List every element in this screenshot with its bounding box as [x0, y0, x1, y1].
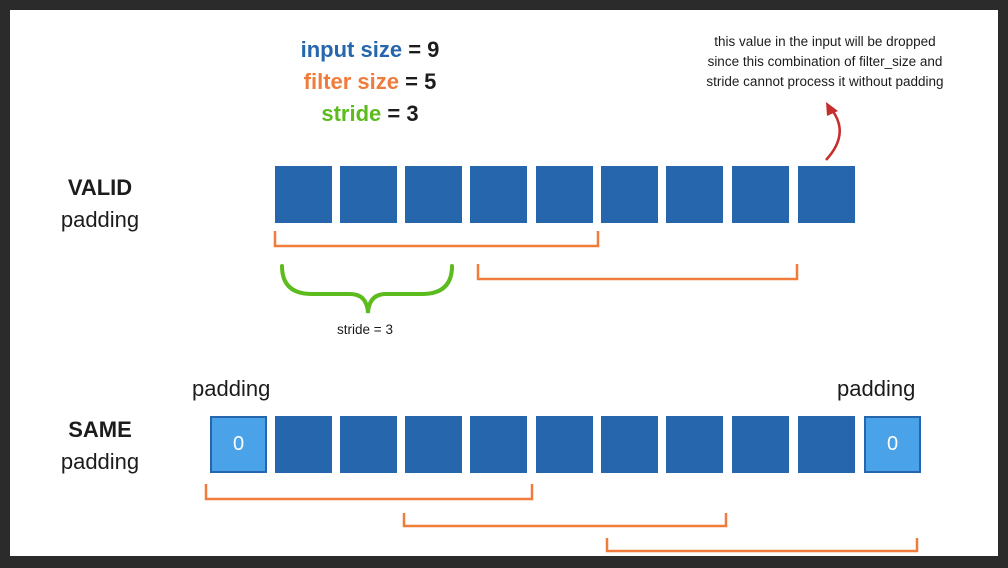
- same-pad-cell-right: 0: [864, 416, 921, 473]
- same-subtitle: padding: [60, 449, 140, 474]
- legend-filter-size: filter size = 5: [210, 66, 530, 98]
- same-input-cell: [536, 416, 593, 473]
- valid-title: VALID: [67, 175, 133, 200]
- valid-filter-bracket-2: [476, 264, 799, 281]
- note-line: this value in the input will be dropped: [714, 34, 936, 49]
- same-filter-bracket-2: [402, 513, 728, 528]
- drop-arrow: [825, 109, 841, 161]
- legend-input-key: input size: [300, 37, 403, 62]
- same-padding-label-right: padding: [837, 376, 916, 401]
- legend-filter-value: = 5: [405, 69, 437, 94]
- same-input-cell: [405, 416, 462, 473]
- legend-stride-key: stride: [321, 101, 382, 126]
- diagram-canvas: input size = 9 filter size = 5 stride = …: [10, 10, 998, 556]
- legend-input-value: = 9: [408, 37, 440, 62]
- stride-label: stride = 3: [337, 322, 393, 337]
- dropped-value-note: this value in the input will be dropped …: [660, 32, 990, 92]
- diagram-annotations: [204, 102, 919, 553]
- legend-input-size: input size = 9: [210, 34, 530, 66]
- valid-dropped-cell: [798, 166, 855, 223]
- legend-filter-key: filter size: [303, 69, 400, 94]
- valid-subtitle: padding: [60, 207, 140, 232]
- same-filter-bracket-3: [605, 538, 919, 553]
- same-filter-bracket-1: [204, 484, 534, 501]
- stride-brace: [280, 264, 454, 314]
- valid-input-cell: [666, 166, 723, 223]
- same-input-cell: [470, 416, 527, 473]
- valid-row-label: VALID padding: [25, 172, 175, 236]
- same-input-cell: [732, 416, 789, 473]
- same-padding-label-left: padding: [192, 376, 271, 401]
- valid-input-cell: [732, 166, 789, 223]
- same-input-cell: [601, 416, 658, 473]
- valid-input-cell: [601, 166, 658, 223]
- same-input-cell: [340, 416, 397, 473]
- valid-input-cell: [405, 166, 462, 223]
- same-input-cell: [798, 416, 855, 473]
- same-input-cell: [666, 416, 723, 473]
- same-pad-cell-left: 0: [210, 416, 267, 473]
- valid-input-cell: [275, 166, 332, 223]
- same-title: SAME: [68, 417, 132, 442]
- valid-input-cell: [470, 166, 527, 223]
- drop-arrow-head-icon: [826, 102, 838, 116]
- legend: input size = 9 filter size = 5 stride = …: [210, 34, 530, 130]
- legend-stride: stride = 3: [210, 98, 530, 130]
- same-row-label: SAME padding: [25, 414, 175, 478]
- valid-input-cell: [340, 166, 397, 223]
- same-input-cell: [275, 416, 332, 473]
- note-line: stride cannot process it without padding: [706, 74, 944, 89]
- note-line: since this combination of filter_size an…: [707, 54, 943, 69]
- legend-stride-value: = 3: [387, 101, 419, 126]
- valid-input-cell: [536, 166, 593, 223]
- valid-filter-bracket-1: [273, 231, 600, 248]
